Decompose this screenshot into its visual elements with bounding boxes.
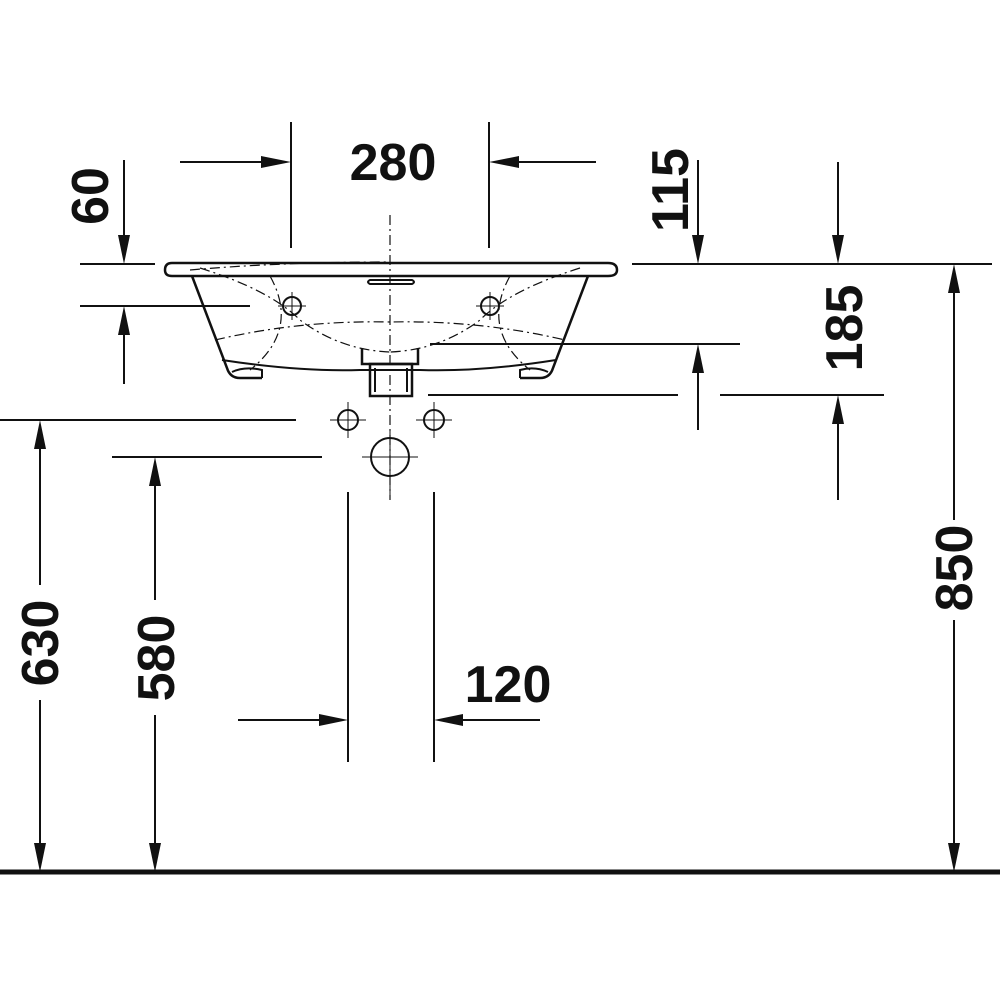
dimension-850-label: 850 [926,525,984,612]
dimension-115-label: 115 [642,148,700,232]
dimension-280: 280 [180,122,596,248]
waste-outlet-icon [362,430,418,495]
dimension-580-label: 580 [128,615,186,702]
water-supply-right-icon [416,402,452,438]
dimension-280-label: 280 [350,134,437,192]
water-supply-left-icon [330,402,366,438]
dimension-630-label: 630 [12,600,70,687]
basin-hidden-lines [189,215,581,500]
dimension-630: 630 [0,419,296,872]
basin-outline [163,261,619,398]
dimension-115: 115 [642,148,704,264]
dimension-185: 185 [720,162,884,500]
dimension-drain-reference [428,343,740,430]
tap-hole-left-icon [278,292,306,320]
dimension-185-label: 185 [816,285,874,372]
dimension-580: 580 [112,456,322,872]
dimension-120: 120 [238,492,551,762]
dimension-60-label: 60 [62,167,120,225]
dimension-120-label: 120 [465,656,552,714]
dimension-60: 60 [62,160,250,384]
dimension-850: 850 [926,264,984,872]
tap-hole-right-icon [476,292,504,320]
